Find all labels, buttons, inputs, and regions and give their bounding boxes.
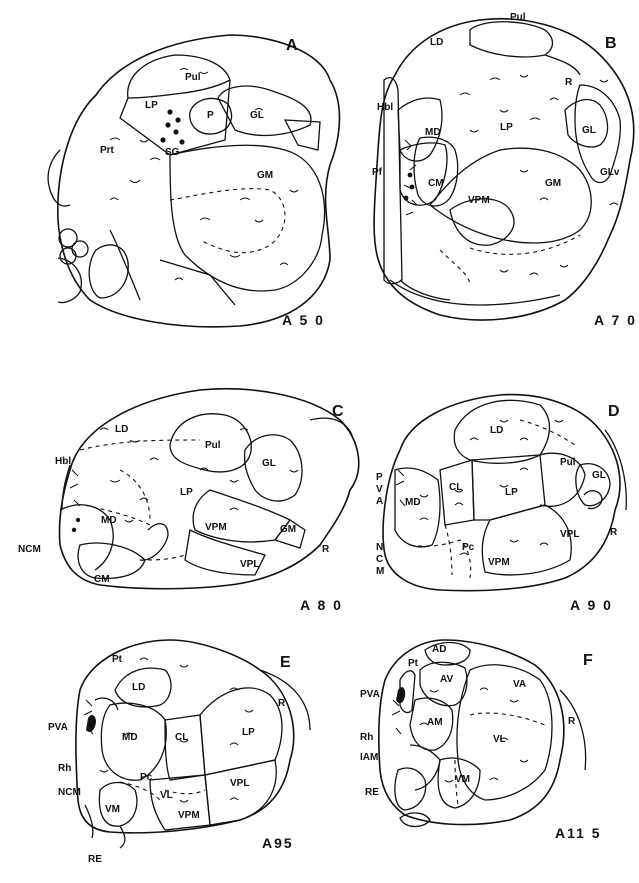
panel-b-label: MD	[425, 127, 441, 138]
panel-d: LD P V A Pul GL MD CL LP R VPL N C M Pc …	[376, 395, 626, 613]
panel-c-letter: C	[332, 403, 344, 420]
panel-e-label: NCM	[58, 787, 81, 798]
panel-d-label: N	[376, 542, 383, 553]
panel-e-letter: E	[280, 654, 291, 671]
panel-a-label: Pul	[185, 72, 201, 83]
panel-b-label: GM	[545, 178, 561, 189]
panel-e-label: VL	[160, 790, 173, 801]
panel-e-label: LP	[242, 727, 255, 738]
panel-f-label: AM	[427, 717, 443, 728]
panel-c-level: A 8 0	[300, 597, 343, 613]
panel-a-label: LP	[145, 100, 158, 111]
panel-c-label: LD	[115, 424, 128, 435]
panel-e-label: VM	[105, 804, 120, 815]
panel-f-label: Rh	[360, 732, 373, 743]
panel-e-label: R	[278, 698, 286, 709]
panel-f-label: RE	[365, 787, 379, 798]
panel-c-label: MD	[101, 515, 117, 526]
panel-f: AD Pt AV VA PVA AM R Rh IAM VL VM RE F A…	[360, 640, 602, 841]
panel-d-label: A	[376, 496, 383, 507]
panel-e-level: A95	[262, 835, 294, 851]
panel-e-label: LD	[132, 682, 145, 693]
panel-b-letter: B	[605, 35, 617, 52]
panel-b: LD Pul R Hbl MD LP GL GLv Pf CM VPM GM B…	[372, 12, 637, 328]
panel-f-level: A11 5	[555, 825, 602, 841]
panel-d-label: VPM	[488, 557, 510, 568]
panel-e-label: PVA	[48, 722, 68, 733]
panel-f-label: Pt	[408, 658, 419, 669]
panel-b-label: VPM	[468, 195, 490, 206]
panel-d-label: LD	[490, 425, 503, 436]
panel-e-label: VPL	[230, 778, 249, 789]
panel-d-label: LP	[505, 487, 518, 498]
panel-e: Pt LD R LP PVA MD CL Rh Pc NCM VPL VL VM…	[48, 640, 310, 865]
panel-c-label: VPM	[205, 522, 227, 533]
panel-b-label: GL	[582, 125, 596, 136]
panel-d-label: R	[610, 527, 618, 538]
panel-e-label: Pt	[112, 654, 123, 665]
panel-c: Hbl LD Pul GL LP MD NCM VPM GM R VPL CM …	[18, 389, 359, 613]
panel-a-label: P	[207, 110, 214, 121]
panel-d-label: Pul	[560, 457, 576, 468]
panel-b-label: LD	[430, 37, 443, 48]
panel-c-label: CM	[94, 574, 110, 585]
panel-a: Pul LP P GL Prt SG GM A A 5 0	[48, 35, 339, 328]
panel-d-label: V	[376, 484, 383, 495]
panel-c-label: R	[322, 544, 330, 555]
panel-a-label: GM	[257, 170, 273, 181]
panel-f-label: IAM	[360, 752, 378, 763]
panel-c-label: NCM	[18, 544, 41, 555]
panel-e-label: Rh	[58, 763, 71, 774]
panel-a-label: Prt	[100, 145, 115, 156]
panel-f-label: AD	[432, 644, 446, 655]
panel-d-label: MD	[405, 497, 421, 508]
panel-f-label: VM	[455, 774, 470, 785]
panel-b-label: R	[565, 77, 573, 88]
panel-c-label: GL	[262, 458, 276, 469]
panel-f-label: PVA	[360, 689, 380, 700]
panel-f-letter: F	[583, 652, 593, 669]
panel-b-label: Hbl	[377, 102, 393, 113]
panel-d-letter: D	[608, 403, 620, 420]
panel-d-label: C	[376, 554, 383, 565]
panel-a-letter: A	[286, 37, 298, 54]
panel-b-label: LP	[500, 122, 513, 133]
panel-f-label: AV	[440, 674, 453, 685]
panel-b-label: Pf	[372, 167, 383, 178]
panel-e-label: CL	[175, 732, 188, 743]
panel-a-level: A 5 0	[282, 312, 325, 328]
panel-d-level: A 9 0	[570, 597, 613, 613]
panel-e-label: RE	[88, 854, 102, 865]
panel-f-label: VA	[513, 679, 526, 690]
panel-a-label: GL	[250, 110, 264, 121]
panel-b-label: Pul	[510, 12, 526, 23]
panel-c-label: GM	[280, 524, 296, 535]
panel-c-label: Pul	[205, 440, 221, 451]
panel-f-label: VL	[493, 734, 506, 745]
panel-f-label: R	[568, 716, 576, 727]
panel-b-label: CM	[428, 178, 444, 189]
panel-e-label: VPM	[178, 810, 200, 821]
panel-d-label: GL	[592, 470, 606, 481]
panel-c-label: VPL	[240, 559, 259, 570]
panel-d-label: M	[376, 566, 384, 577]
panel-c-label: LP	[180, 487, 193, 498]
panel-e-label: MD	[122, 732, 138, 743]
panel-d-label: P	[376, 472, 383, 483]
panel-a-label: SG	[165, 147, 180, 158]
panel-b-label: GLv	[600, 167, 620, 178]
panel-d-label: Pc	[462, 542, 475, 553]
panel-b-level: A 7 0	[594, 312, 637, 328]
panel-e-label: Pc	[140, 772, 153, 783]
panel-c-label: Hbl	[55, 456, 71, 467]
panel-d-label: CL	[449, 482, 462, 493]
panel-d-label: VPL	[560, 529, 579, 540]
